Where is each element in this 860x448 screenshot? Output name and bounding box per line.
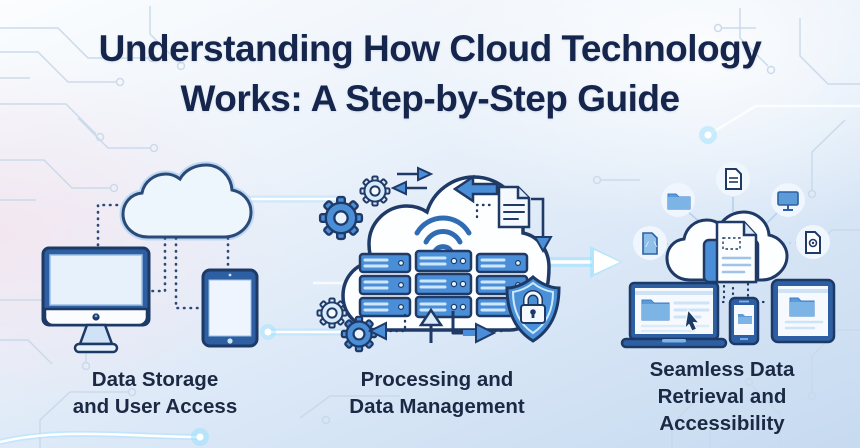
monitor-badge <box>771 183 805 217</box>
download-arrow-icon <box>531 197 553 254</box>
laptop-icon <box>620 281 728 349</box>
document-badge <box>716 162 750 196</box>
folder-badge <box>661 183 695 217</box>
dotted-connector-lines <box>96 203 230 310</box>
file-badges: / \ <box>633 162 830 260</box>
tablet-icon <box>770 278 836 344</box>
svg-text:/ \: / \ <box>645 242 658 250</box>
cloud-icon <box>119 161 255 241</box>
caption-line: Data Management <box>349 395 525 418</box>
caption-line: and User Access <box>72 395 238 418</box>
cloud-document-icon <box>702 220 760 284</box>
gear-icons <box>316 175 391 353</box>
settings-file-badge <box>796 225 830 259</box>
sync-arrows-icon <box>390 166 434 196</box>
document-icon <box>475 185 531 229</box>
code-file-badge: / \ <box>633 226 667 260</box>
smartphone-icon <box>728 296 760 346</box>
caption-line: Processing and <box>360 368 514 391</box>
server-stack-icon <box>358 249 529 319</box>
illustration-processing <box>316 166 561 353</box>
page-title-line1: Understanding How Cloud Technology <box>98 28 762 69</box>
caption-retrieval: Seamless Data Retrieval and Accessibilit… <box>587 356 857 437</box>
caption-processing: Processing and Data Management <box>302 366 572 420</box>
circuit-traces <box>0 6 860 448</box>
caption-line: Accessibility <box>659 412 785 435</box>
illustration-data-storage <box>41 161 259 354</box>
desktop-monitor-icon <box>41 246 151 354</box>
caption-line: Retrieval and <box>657 385 787 408</box>
shield-lock-icon <box>505 275 561 343</box>
tablet-icon <box>201 268 259 348</box>
illustration-retrieval: / \ <box>620 162 836 349</box>
page-title-line2: Works: A Step-by-Step Guide <box>180 78 680 119</box>
caption-line: Data Storage <box>91 368 219 391</box>
caption-data-storage: Data Storage and User Access <box>20 366 290 420</box>
inbound-arrow-icon <box>452 174 499 204</box>
flow-arrows-icon <box>367 307 509 344</box>
page-title: Understanding How Cloud Technology Works… <box>0 24 860 124</box>
caption-line: Seamless Data <box>649 358 795 381</box>
